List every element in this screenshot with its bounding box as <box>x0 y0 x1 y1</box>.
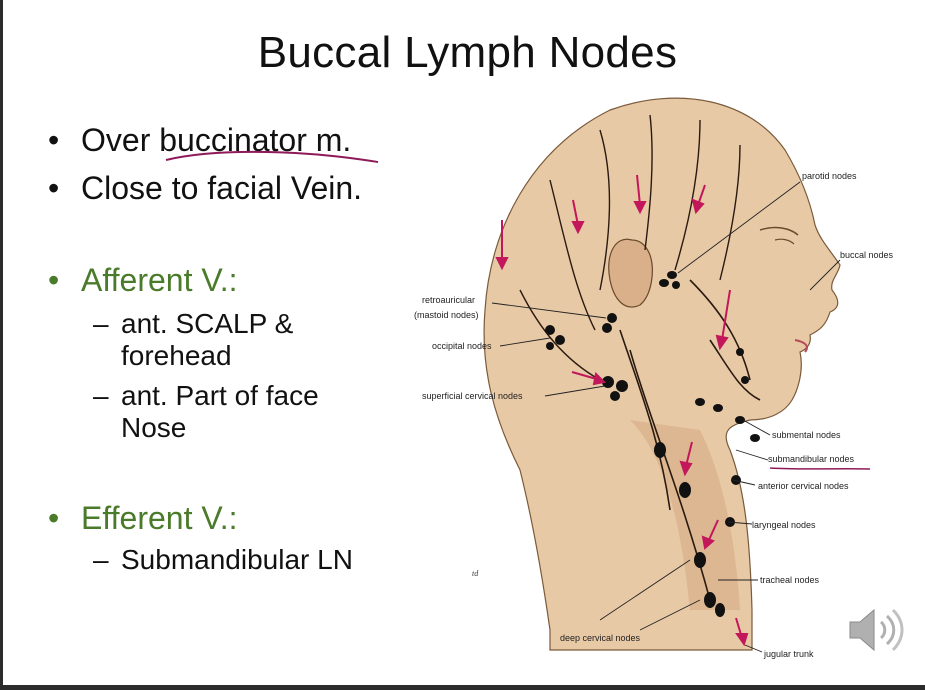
label-anterior-cervical-nodes: anterior cervical nodes <box>758 481 849 491</box>
dash-glyph: – <box>93 544 109 575</box>
lymph-node-illustration: parotid nodes buccal nodes retroauricula… <box>414 97 894 659</box>
label-tracheal-nodes: tracheal nodes <box>760 575 820 585</box>
label-jugular-trunk: jugular trunk <box>763 649 814 659</box>
label-superficial-cervical-nodes: superficial cervical nodes <box>422 391 523 401</box>
sub-bullet-text: ant. Part of face <box>121 380 319 411</box>
bullet-glyph: • <box>48 170 60 206</box>
label-occipital-nodes: occipital nodes <box>432 341 492 351</box>
label-buccal-nodes: buccal nodes <box>840 250 894 260</box>
label-submental-nodes: submental nodes <box>772 430 841 440</box>
speaker-icon[interactable] <box>846 602 906 658</box>
slide-title: Buccal Lymph Nodes <box>257 28 678 77</box>
label-deep-cervical-nodes: deep cervical nodes <box>560 633 641 643</box>
bullet-glyph: • <box>48 122 60 158</box>
ear <box>608 238 653 308</box>
bullet-text: Afferent V.: <box>81 262 238 298</box>
slide-frame-left <box>0 0 3 690</box>
label-mastoid-nodes: (mastoid nodes) <box>414 310 479 320</box>
slide-frame-bottom <box>0 685 925 690</box>
bullet-text: Close to facial Vein. <box>81 170 363 206</box>
sub-bullet-text-continued: Nose <box>121 412 187 443</box>
dash-glyph: – <box>93 380 109 411</box>
dash-glyph: – <box>93 308 109 339</box>
sub-bullet-text: Submandibular LN <box>121 544 353 575</box>
bullet-glyph: • <box>48 500 60 536</box>
label-parotid-nodes: parotid nodes <box>802 171 857 181</box>
sub-bullet-text-continued: forehead <box>121 340 232 371</box>
bullet-text: Over buccinator m. <box>81 122 352 158</box>
flow-arrows <box>495 174 749 647</box>
lymph-nodes <box>545 271 760 617</box>
sub-bullet-text: ant. SCALP & <box>121 308 294 339</box>
label-laryngeal-nodes: laryngeal nodes <box>752 520 816 530</box>
illustrator-signature: td <box>472 569 479 578</box>
label-submandibular-nodes: submandibular nodes <box>768 454 855 464</box>
handwritten-underline <box>165 151 379 163</box>
bullet-glyph: • <box>48 262 60 298</box>
bullet-text: Efferent V.: <box>81 500 238 536</box>
label-retroauricular: retroauricular <box>422 295 475 305</box>
head-silhouette <box>483 97 841 651</box>
